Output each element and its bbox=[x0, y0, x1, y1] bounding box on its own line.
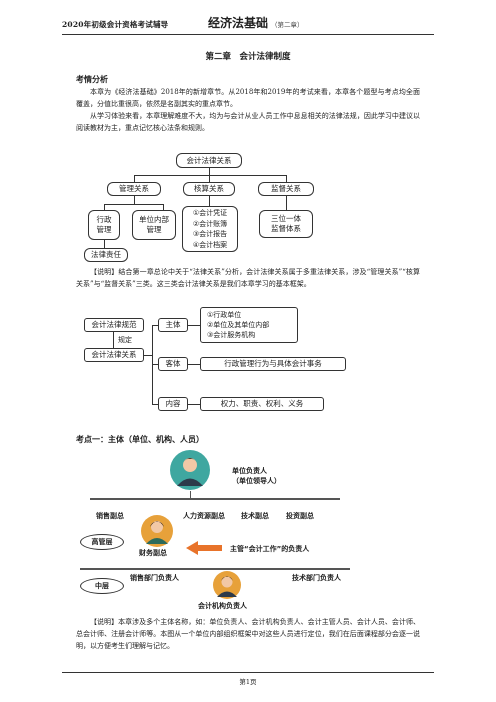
header-title: 经济法基础（第二章） bbox=[208, 14, 304, 31]
section-heading-analysis: 考情分析 bbox=[76, 74, 108, 84]
d1-acct: 核算关系 bbox=[183, 182, 235, 196]
d2-subject: 主体 bbox=[158, 318, 188, 332]
badge-middle: 中层 bbox=[80, 578, 124, 594]
header-title-main: 经济法基础 bbox=[208, 16, 269, 30]
d1-supv: 监督关系 bbox=[258, 182, 314, 196]
d1-liability: 法律责任 bbox=[84, 248, 128, 262]
d2-object-item: 行政管理行为与具体会计事务 bbox=[200, 357, 346, 371]
mgr-sales: 销售部门负责人 bbox=[130, 574, 179, 582]
d1-root: 会计法律关系 bbox=[176, 153, 242, 168]
d2-subject-items: ①行政单位 ②单位及其单位内部 ③会计服务机构 bbox=[200, 307, 298, 343]
person-head-icon bbox=[170, 450, 210, 490]
d1-admin: 行政 管理 bbox=[88, 210, 120, 240]
arrow-icon bbox=[186, 541, 222, 555]
page-header: 2020年初级会计资格考试辅导 经济法基础（第二章） bbox=[62, 14, 434, 35]
d2-relation: 会计法律关系 bbox=[84, 348, 144, 362]
header-title-sub: （第二章） bbox=[271, 21, 304, 29]
d2-object: 客体 bbox=[158, 357, 188, 371]
d2-norms: 会计法律规范 bbox=[84, 318, 144, 332]
finance-note: 主管“会计工作”的负责人 bbox=[230, 545, 310, 553]
d1-mgmt: 管理关系 bbox=[107, 182, 161, 196]
person-acct-icon bbox=[213, 571, 241, 599]
chapter-title: 第二章 会计法律制度 bbox=[205, 52, 291, 62]
d1-internal: 单位内部 管理 bbox=[132, 210, 176, 240]
note-2: 【说明】本章涉及多个主体名称，如：单位负责人、会计机构负责人、会计主管人员、会计… bbox=[76, 618, 420, 650]
paragraph-1: 本章为《经济法基础》2018年的新增章节。从2018年和2019年的考试来看，本… bbox=[76, 88, 420, 108]
person-finance-icon bbox=[141, 515, 173, 547]
vp-sales: 销售副总 bbox=[96, 512, 124, 520]
note-1: 【说明】结合第一章总论中关于“法律关系”分析，会计法律关系属于多重法律关系，涉及… bbox=[76, 268, 420, 288]
vp-hr: 人力资源副总 bbox=[183, 512, 225, 520]
vp-finance: 财务副总 bbox=[139, 549, 167, 557]
head-label: 单位负责人 （单位领导人） bbox=[232, 467, 281, 485]
mgr-acct: 会计机构负责人 bbox=[198, 602, 247, 610]
badge-senior: 高管层 bbox=[80, 534, 124, 550]
vp-invest: 投资副总 bbox=[286, 512, 314, 520]
d1-supv-item: 三位一体 监督体系 bbox=[259, 210, 313, 238]
d1-acct-items: ①会计凭证 ②会计账簿 ③会计报告 ④会计档案 bbox=[182, 206, 238, 252]
page-footer: 第1页 bbox=[62, 672, 434, 686]
d2-content-item: 权力、职责、权利、义务 bbox=[200, 397, 324, 411]
paragraph-2: 从学习体验来看，本章理解难度不大，均为与会计从业人员工作中息息相关的法律法规，因… bbox=[76, 112, 420, 132]
d2-regulate: 规定 bbox=[118, 336, 132, 344]
section-heading-subject: 考点一：主体（单位、机构、人员） bbox=[76, 434, 204, 444]
mgr-tech: 技术部门负责人 bbox=[292, 574, 341, 582]
vp-tech: 技术副总 bbox=[241, 512, 269, 520]
header-left: 2020年初级会计资格考试辅导 bbox=[62, 20, 169, 29]
d2-content: 内容 bbox=[158, 397, 188, 411]
